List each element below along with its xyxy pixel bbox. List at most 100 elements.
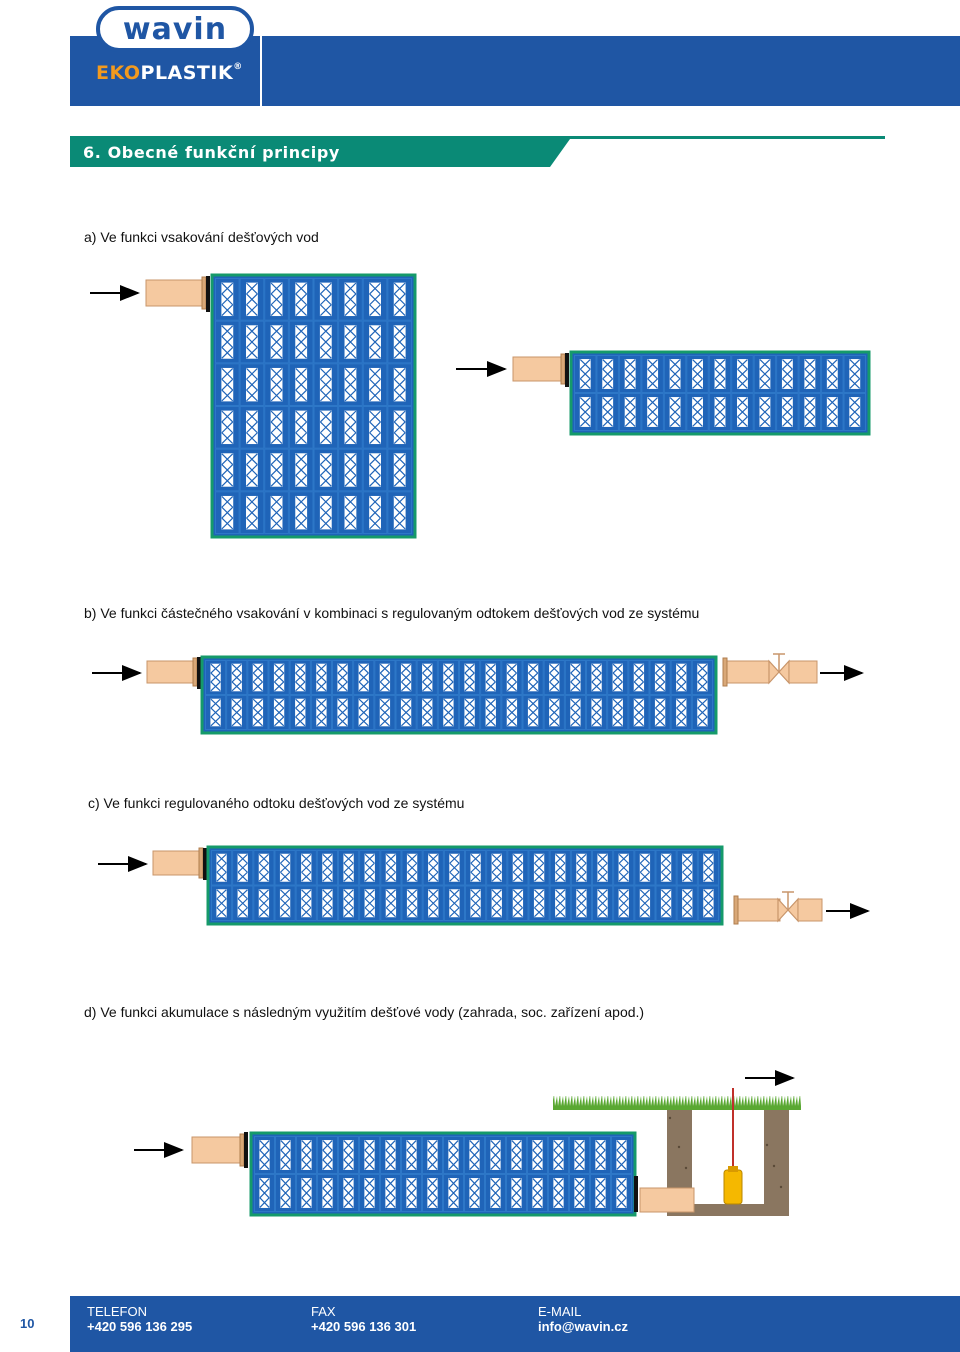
crate-unit xyxy=(663,355,687,393)
crate-unit xyxy=(338,448,363,492)
crate-unit xyxy=(288,491,314,535)
crate-unit xyxy=(613,885,635,921)
crate-unit xyxy=(506,1136,527,1174)
crate-unit xyxy=(380,885,402,921)
crate-unit xyxy=(362,363,388,407)
crate-unit xyxy=(543,660,565,695)
pipe xyxy=(152,850,204,876)
crate-unit xyxy=(670,695,692,730)
crate-unit xyxy=(422,885,444,921)
crate-unit xyxy=(226,695,248,730)
crate-unit xyxy=(205,695,227,730)
crate-unit xyxy=(253,850,275,886)
crate-unit xyxy=(731,393,754,431)
crate-unit xyxy=(564,660,586,695)
ekoplastik-logo-part-a: EKO xyxy=(96,62,141,84)
crate-unit xyxy=(211,850,233,886)
crate-unit xyxy=(528,885,550,921)
crate-unit xyxy=(697,850,719,886)
crate-unit xyxy=(437,695,460,730)
seal-ring xyxy=(197,657,201,689)
crate-unit xyxy=(528,850,550,886)
crate-unit xyxy=(317,1174,338,1212)
crate-unit xyxy=(527,1136,548,1174)
crate-unit xyxy=(338,885,360,921)
crate-unit xyxy=(611,1136,632,1174)
crate-unit xyxy=(686,393,709,431)
pump-cap xyxy=(728,1166,738,1172)
crate-unit xyxy=(776,393,799,431)
crate-unit xyxy=(296,1174,317,1212)
seal-ring xyxy=(565,353,569,387)
crate-unit xyxy=(288,363,314,407)
crate-unit xyxy=(310,660,333,695)
caption-b: b) Ve funkci částečného vsakování v komb… xyxy=(84,605,700,621)
crate-unit xyxy=(753,355,777,393)
crate-unit xyxy=(437,660,460,695)
crate-unit xyxy=(443,1174,464,1212)
crate-unit xyxy=(798,393,822,431)
wavin-logo-text: wavin xyxy=(122,11,228,47)
crate-unit xyxy=(232,850,254,886)
crate-unit xyxy=(543,695,565,730)
crate-unit xyxy=(215,363,240,407)
crate-unit xyxy=(387,363,412,407)
crate-unit xyxy=(401,1136,422,1174)
crate-unit xyxy=(374,660,396,695)
crate-unit xyxy=(254,1174,275,1212)
crate-unit xyxy=(247,660,269,695)
crate-unit xyxy=(239,491,265,535)
pipe xyxy=(512,356,566,382)
crate-unit xyxy=(313,320,339,364)
crate-unit xyxy=(289,660,311,695)
crate-unit xyxy=(422,1174,443,1212)
soil-speck xyxy=(677,1145,681,1149)
crate-unit xyxy=(401,885,423,921)
crate-unit xyxy=(613,850,635,886)
crate-unit xyxy=(527,1174,548,1212)
crate-unit xyxy=(338,406,363,449)
crate-unit xyxy=(380,850,402,886)
pipe-flange xyxy=(239,1133,245,1167)
crate-unit xyxy=(821,393,844,431)
crate-unit xyxy=(798,355,822,393)
crate-unit xyxy=(607,660,629,695)
crate-unit xyxy=(465,850,487,886)
crate-unit xyxy=(549,850,571,886)
soil-speck xyxy=(765,1143,769,1147)
crate-unit xyxy=(288,448,314,492)
crate-unit xyxy=(338,278,363,321)
crate-unit xyxy=(821,355,844,393)
crate-unit xyxy=(316,850,339,886)
seal-ring xyxy=(244,1132,248,1168)
caption-a: a) Ve funkci vsakování dešťových vod xyxy=(84,229,319,245)
diagram-c xyxy=(98,845,870,926)
grass-base xyxy=(553,1106,801,1110)
crate-unit xyxy=(459,660,481,695)
crate-unit xyxy=(239,406,265,449)
crate-unit xyxy=(380,1136,401,1174)
page-number: 10 xyxy=(20,1316,35,1331)
crate-unit xyxy=(362,278,388,321)
pipe xyxy=(733,898,781,922)
valve-icon xyxy=(777,891,799,923)
crate-unit xyxy=(464,1174,485,1212)
seal-ring xyxy=(634,1176,638,1212)
crate-unit xyxy=(628,695,650,730)
crate-unit xyxy=(274,885,296,921)
crate-unit xyxy=(253,885,275,921)
crate-unit xyxy=(522,695,544,730)
crate-unit xyxy=(215,448,240,492)
crate-unit xyxy=(264,448,289,492)
crate-unit xyxy=(676,850,698,886)
crate-unit xyxy=(592,850,614,886)
pump-icon xyxy=(723,1169,743,1205)
crate-unit xyxy=(634,885,656,921)
crate-unit xyxy=(313,406,339,449)
pipe xyxy=(797,898,823,922)
crate-unit xyxy=(338,491,363,535)
crate-unit xyxy=(548,1136,569,1174)
crate-unit xyxy=(289,695,311,730)
crate-unit xyxy=(465,885,487,921)
crate-unit xyxy=(239,448,265,492)
